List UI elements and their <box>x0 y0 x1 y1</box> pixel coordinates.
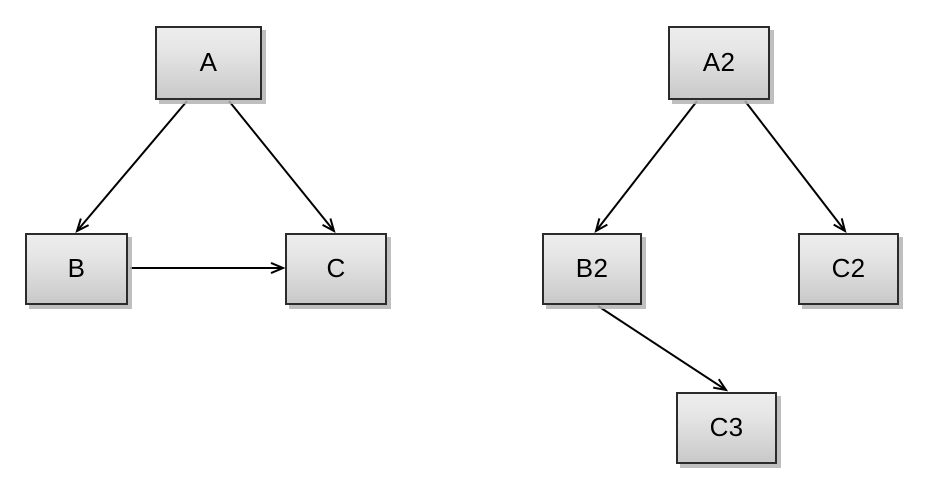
edge-b2-to-c3 <box>597 305 727 391</box>
node-b2[interactable]: B2 <box>542 233 642 305</box>
arrowhead-icon <box>75 218 90 233</box>
node-c3[interactable]: C3 <box>676 392 777 464</box>
edge-a-to-b <box>76 100 188 232</box>
arrowhead-icon <box>594 218 608 234</box>
arrowhead-icon <box>713 378 729 392</box>
node-c2-label: C2 <box>831 253 866 283</box>
node-b2-label: B2 <box>575 253 609 283</box>
arrowhead-icon <box>833 218 847 234</box>
node-c2[interactable]: C2 <box>798 233 899 305</box>
edge-a2-to-b2 <box>595 100 698 232</box>
node-c[interactable]: C <box>285 233 387 305</box>
node-c-label: C <box>326 253 346 283</box>
edge-group <box>75 100 847 392</box>
arrowhead-icon <box>322 218 336 233</box>
node-a-label: A <box>199 47 218 77</box>
edge-a-to-c <box>228 100 335 232</box>
node-b[interactable]: B <box>25 233 128 305</box>
edge-a2-to-c2 <box>744 100 846 232</box>
arrowhead-icon <box>270 262 286 274</box>
node-b-label: B <box>67 253 86 283</box>
node-a[interactable]: A <box>155 26 262 100</box>
node-a2-label: A2 <box>702 47 736 77</box>
node-c3-label: C3 <box>709 412 744 442</box>
node-a2[interactable]: A2 <box>668 26 770 100</box>
